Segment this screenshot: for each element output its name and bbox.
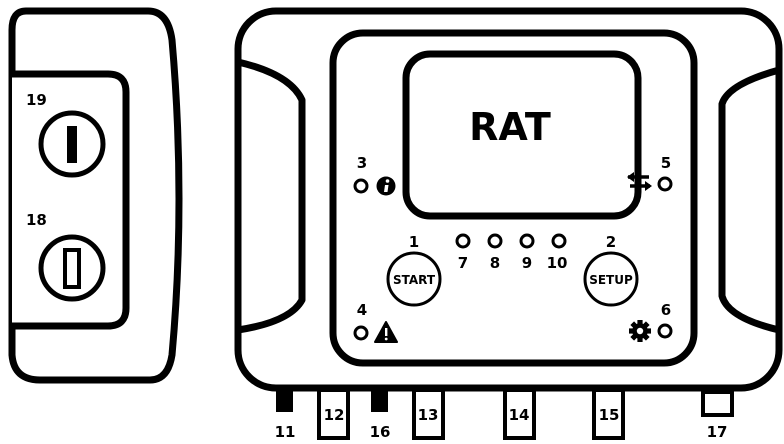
power-on-switch[interactable] xyxy=(38,110,106,178)
port-17-number: 17 xyxy=(707,423,728,441)
left-grip xyxy=(237,58,306,334)
start-button[interactable]: START xyxy=(386,251,442,307)
port-15-number: 15 xyxy=(599,406,620,424)
front-view: RAT 3 4 5 6 xyxy=(234,7,783,392)
port-13 xyxy=(412,388,445,440)
transfer-arrows-icon xyxy=(627,172,652,191)
port-15 xyxy=(592,388,625,440)
port-16 xyxy=(371,390,388,412)
port-11 xyxy=(276,390,293,412)
led-10-number: 10 xyxy=(547,254,568,272)
setup-button-label: SETUP xyxy=(589,273,633,287)
bottom-ports: 11 12 16 13 14 15 17 xyxy=(275,388,734,441)
transfer-led xyxy=(657,176,673,192)
side-view: 19 18 xyxy=(8,7,183,384)
setup-button-number: 2 xyxy=(606,233,616,251)
led-9 xyxy=(519,233,535,249)
warning-led xyxy=(353,325,369,341)
power-off-switch[interactable] xyxy=(38,234,106,302)
led-10 xyxy=(551,233,567,249)
info-led xyxy=(353,178,369,194)
port-14 xyxy=(503,388,536,440)
power-off-switch-icon xyxy=(63,248,81,289)
right-grip xyxy=(718,66,780,334)
setup-button[interactable]: SETUP xyxy=(583,251,639,307)
led-9-number: 9 xyxy=(522,254,532,272)
warning-icon xyxy=(374,321,398,343)
side-switch-bottom-number: 18 xyxy=(26,211,47,229)
display-text: RAT xyxy=(469,105,551,149)
led-7 xyxy=(455,233,471,249)
settings-led xyxy=(657,323,673,339)
power-on-switch-icon xyxy=(67,126,77,163)
display-screen xyxy=(402,50,642,220)
port-16-number: 16 xyxy=(370,423,391,441)
led-8 xyxy=(487,233,503,249)
port-14-number: 14 xyxy=(509,406,530,424)
side-switch-top-number: 19 xyxy=(26,91,47,109)
settings-indicator-number: 6 xyxy=(661,301,671,319)
gear-icon xyxy=(629,320,651,342)
port-11-number: 11 xyxy=(275,423,296,441)
start-button-label: START xyxy=(393,273,436,287)
port-12 xyxy=(317,388,350,440)
info-indicator-number: 3 xyxy=(357,154,367,172)
led-7-number: 7 xyxy=(458,254,468,272)
start-button-number: 1 xyxy=(409,233,419,251)
warning-indicator-number: 4 xyxy=(357,301,367,319)
info-icon xyxy=(376,176,396,196)
led-8-number: 8 xyxy=(490,254,500,272)
port-12-number: 12 xyxy=(324,406,345,424)
port-17 xyxy=(701,390,734,417)
port-13-number: 13 xyxy=(418,406,439,424)
transfer-indicator-number: 5 xyxy=(661,154,671,172)
